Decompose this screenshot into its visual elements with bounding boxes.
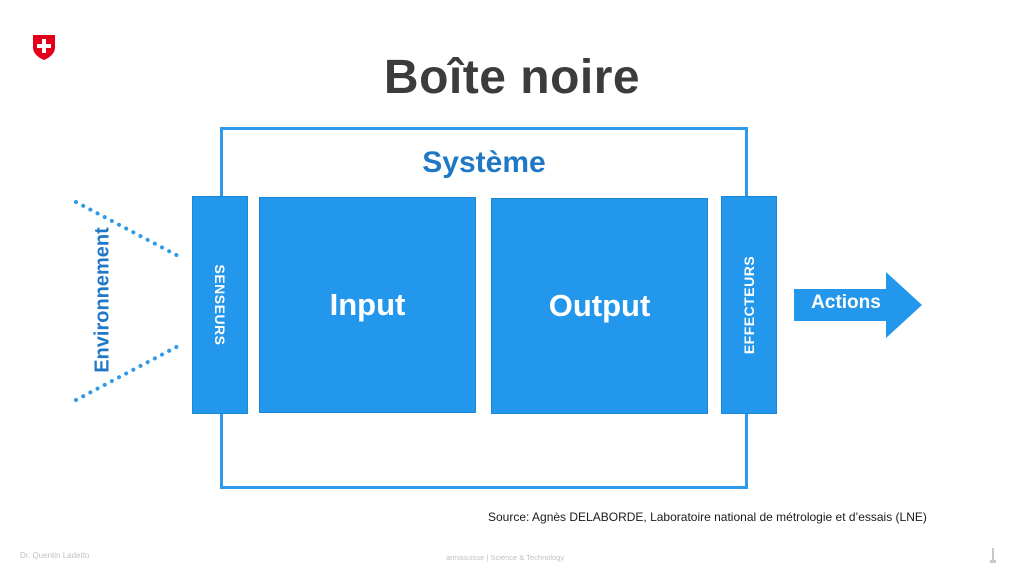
page-title: Boîte noire xyxy=(383,51,641,104)
sensors-label: SENSEURS xyxy=(212,264,228,346)
footer-center-text: armasuisse | Science & Technology xyxy=(446,553,565,562)
environment-label: Environnement xyxy=(91,227,114,373)
footer-author: Dr. Quentin Ladetto xyxy=(20,551,90,560)
tower-icon xyxy=(990,548,996,563)
effectors-block: EFFECTEURS xyxy=(721,196,777,414)
input-label: Input xyxy=(329,287,406,322)
effectors-label: EFFECTEURS xyxy=(741,255,757,355)
swiss-cross-shield-icon xyxy=(33,35,55,60)
environment-cone-lines xyxy=(74,200,184,402)
actions-label: Actions xyxy=(811,292,881,313)
input-block: Input xyxy=(259,197,476,413)
source-citation: Source: Agnès DELABORDE, Laboratoire nat… xyxy=(488,510,927,524)
sensors-block: SENSEURS xyxy=(192,196,248,414)
actions-arrow-icon xyxy=(794,272,922,338)
output-block: Output xyxy=(491,198,708,414)
system-label: Système xyxy=(422,146,546,179)
output-label: Output xyxy=(548,288,651,323)
